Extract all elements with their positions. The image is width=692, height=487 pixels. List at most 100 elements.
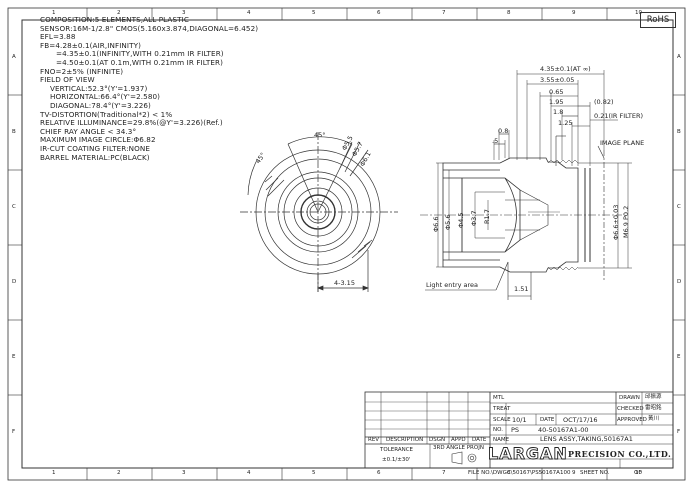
tb-tolerance-label: TOLERANCE <box>380 447 414 453</box>
tb-dsgn-label: DSGN <box>429 437 446 443</box>
side-r17: R1.7 <box>483 209 491 224</box>
grid-bottom-4: 4 <box>247 470 251 476</box>
spec-line: DIAGONAL:78.4°(Y'=3.226) <box>50 100 151 110</box>
tb-no-prefix: PS <box>511 426 520 434</box>
spec-line: COMPOSITION:5 ELEMENTS,ALL PLASTIC <box>40 15 189 24</box>
grid-right-e: E <box>677 354 681 360</box>
tb-angle-label: 3RD ANGLE PROJN <box>433 445 484 451</box>
tb-file-no: FILE NO.\DWGC\50167\PS50167A100 <box>468 470 571 476</box>
grid-top-8: 8 <box>507 10 511 16</box>
tb-name-label: NAME <box>493 437 510 443</box>
spec-line: HORIZONTAL:66.4°(Y'=2.580) <box>50 92 161 102</box>
grid-top-9: 9 <box>572 10 576 16</box>
tb-no-value: 40-50167A1-00 <box>538 426 589 434</box>
grid-top-6: 6 <box>377 10 381 16</box>
tb-approved-signature: 黃川 <box>648 416 660 422</box>
dim-18: 1.8 <box>553 108 564 116</box>
spec-line: EFL=3.88 <box>40 32 76 42</box>
tb-drawn-label: DRAWN <box>619 395 640 401</box>
grid-bottom-7: 7 <box>442 470 446 476</box>
tb-sheet-label: SHEET NO. <box>580 470 610 476</box>
image-plane-label: IMAGE PLANE <box>600 139 645 147</box>
grid-right-a: A <box>677 54 681 60</box>
grid-top-7: 7 <box>442 10 446 16</box>
grid-bottom-5: 5 <box>312 470 316 476</box>
dim-355: 3.55±0.05 <box>540 76 575 84</box>
dim-151: 1.51 <box>514 285 529 293</box>
grid-top-10: 10 <box>635 10 642 16</box>
grid-bottom-10: 10 <box>635 470 642 476</box>
dim-021: 0.21(IR FILTER) <box>594 112 644 120</box>
side-dia-45: Φ4.5 <box>457 212 465 228</box>
side-m69: M6.9 P0.2 <box>622 205 630 238</box>
grid-bottom-2: 2 <box>117 470 121 476</box>
tb-checked-signature: 雷昭銘 <box>645 405 662 411</box>
grid-left-c: C <box>12 204 16 210</box>
grid-right-b: B <box>677 129 681 135</box>
grid-bottom-9: 9 <box>572 470 576 476</box>
tb-date-value: OCT/17/16 <box>563 416 598 424</box>
grid-top-4: 4 <box>247 10 251 16</box>
tb-approved-label: APPROVED <box>617 417 647 423</box>
tb-sheet-value: OF <box>634 470 642 476</box>
tb-no-label: NO. <box>493 427 503 433</box>
side-dia-37: Φ3.7 <box>470 210 478 226</box>
dim-08: 0.8 <box>498 127 509 135</box>
grid-top-5: 5 <box>312 10 316 16</box>
tb-name-value: LENS ASSY,TAKING,50167A1 <box>540 435 633 443</box>
front-angle-top: 45° <box>314 131 326 139</box>
spec-line: VERTICAL:52.3°(Y'=1.937) <box>50 83 148 93</box>
spec-line: MAXIMUM IMAGE CIRCLE:Φ6.82 <box>40 135 156 145</box>
tb-drawn-signature: 邱振源 <box>645 394 662 400</box>
grid-left-e: E <box>12 354 16 360</box>
tb-checked-label: CHECKED <box>617 406 644 412</box>
spec-line: RELATIVE ILLUMINANCE=29.8%(@Y'=3.226)(Re… <box>40 118 223 128</box>
spec-line: TV-DISTORTION(Traditional*2) < 1% <box>40 109 173 119</box>
spec-line: FNO=2±5% (INFINITE) <box>40 66 124 76</box>
largan-logo: LARGAN <box>488 444 568 464</box>
dim-125: 1.25 <box>558 119 573 127</box>
grid-bottom-3: 3 <box>182 470 186 476</box>
spec-line: FB=4.28±0.1(AIR,INFINITY) <box>40 40 141 50</box>
spec-line: BARREL MATERIAL:PC(BLACK) <box>40 152 150 162</box>
dim-05: .5 <box>492 137 499 145</box>
spec-line: IR-CUT COATING FILTER:NONE <box>40 143 150 153</box>
tb-mtl-label: MTL <box>493 395 505 401</box>
side-dia-66b: Φ6.6±0.03 <box>612 204 620 240</box>
tb-rev-label: REV <box>368 437 380 443</box>
company-name: PRECISION CO.,LTD. <box>568 449 672 459</box>
tb-tolerance-value: ±0.1/±30' <box>382 457 411 463</box>
spec-line: =4.35±0.1(INFINITY,WITH 0.21mm IR FILTER… <box>56 49 224 59</box>
grid-top-3: 3 <box>182 10 186 16</box>
grid-top-1: 1 <box>52 10 56 16</box>
grid-left-b: B <box>12 129 16 135</box>
grid-bottom-6: 6 <box>377 470 381 476</box>
tb-scale-value: 10/1 <box>512 416 527 424</box>
dim-065: 0.65 <box>549 88 564 96</box>
grid-bottom-8: 8 <box>507 470 511 476</box>
dim-082: (0.82) <box>594 98 614 106</box>
spec-line: CHIEF RAY ANGLE < 34.3° <box>40 126 137 136</box>
front-bottom-dim: 4-3.15 <box>334 279 355 287</box>
grid-right-c: C <box>677 204 681 210</box>
rohs-badge: RoHS <box>640 12 676 28</box>
tb-desc-label: DESCRIPTION <box>386 437 424 443</box>
dim-435: 4.35±0.1(AT ∞) <box>540 65 591 73</box>
side-dia-66: Φ6.6 <box>432 216 440 232</box>
tb-appd-label: APPD <box>451 437 466 443</box>
grid-right-d: D <box>677 279 682 285</box>
tb-scale-label: SCALE <box>493 417 511 423</box>
dim-195: 1.95 <box>549 98 564 106</box>
grid-left-a: A <box>12 54 16 60</box>
light-entry-label: Light entry area <box>426 281 479 289</box>
tb-treat-label: TREAT <box>493 406 511 412</box>
grid-right-f: F <box>677 429 681 435</box>
spec-line: FIELD OF VIEW <box>40 75 95 85</box>
side-dia-56: Φ5.6 <box>444 214 452 230</box>
grid-bottom-1: 1 <box>52 470 56 476</box>
tb-date-label: DATE <box>540 417 555 423</box>
spec-line: SENSOR:16M-1/2.8" CMOS(5.160x3.874,DIAGO… <box>40 23 259 33</box>
spec-line: =4.50±0.1(AT 0.1m,WITH 0.21mm IR FILTER) <box>56 57 224 67</box>
